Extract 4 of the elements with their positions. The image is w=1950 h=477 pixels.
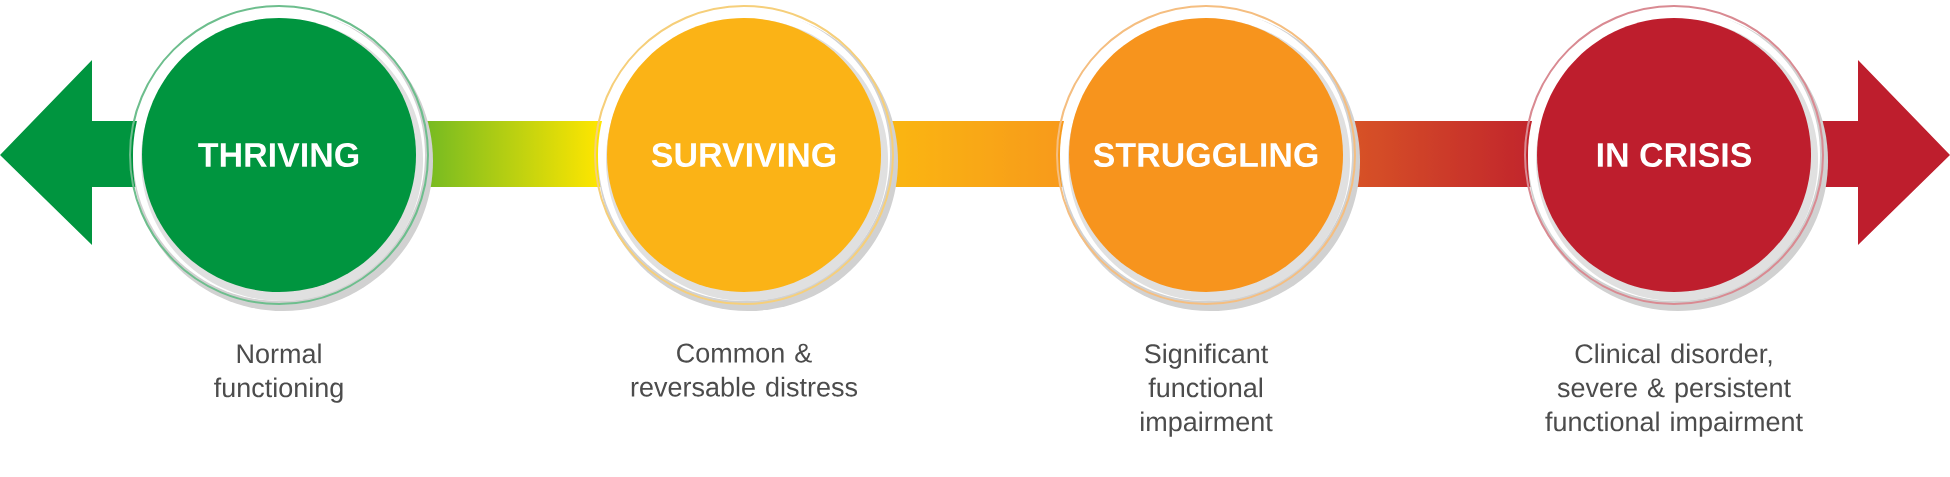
caption-text: Significant functional impairment xyxy=(1141,343,1273,437)
caption-text: Normal functioning xyxy=(214,343,343,403)
caption-text: Common & reversable distress xyxy=(631,343,858,397)
caption-text: Clinical disorder, severe & persistent functional impairment xyxy=(1545,343,1803,437)
